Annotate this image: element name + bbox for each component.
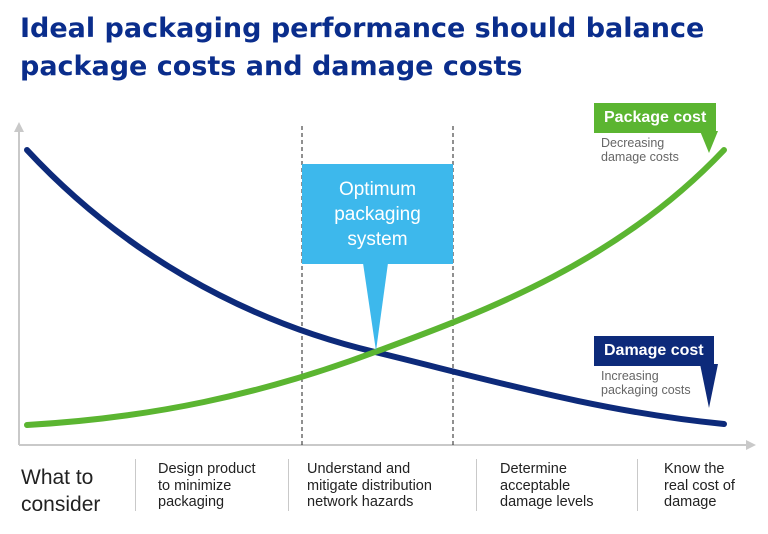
package-cost-label: Package cost: [594, 103, 717, 133]
column-separator: [135, 459, 136, 511]
damage-cost-note-line-1: Increasing: [601, 369, 659, 383]
title-line-2: package costs and damage costs: [20, 51, 523, 82]
damage-cost-note-line-2: packaging costs: [601, 383, 691, 397]
consider-column-real-cost: Know the real cost of damage: [664, 461, 735, 511]
package-cost-pointer: [700, 131, 718, 153]
consider-text-line: mitigate distribution: [307, 477, 432, 494]
package-cost-curve: [24, 147, 727, 428]
consider-column-hazards: Understand and mitigate distribution net…: [307, 461, 432, 511]
what-to-consider-label: What to consider: [21, 464, 100, 518]
optimum-line-2: packaging: [334, 203, 421, 225]
what-to-consider-line-2: consider: [21, 493, 101, 516]
optimum-packaging-system-box: Optimum packaging system: [302, 164, 453, 264]
consider-column-design: Design product to minimize packaging: [158, 461, 256, 511]
package-cost-note: Decreasing damage costs: [601, 136, 679, 164]
consider-text-line: Understand and: [307, 461, 411, 477]
consider-text-line: acceptable: [500, 477, 571, 494]
consider-text-line: damage: [664, 494, 717, 510]
consider-text-line: damage levels: [500, 494, 594, 510]
consider-text-line: to minimize: [158, 477, 232, 494]
consider-text-line: Design product: [158, 461, 256, 477]
page-title: Ideal packaging performance should balan…: [20, 10, 760, 86]
package-cost-note-line-1: Decreasing: [601, 136, 665, 150]
optimum-pointer: [363, 263, 388, 351]
column-separator: [476, 459, 477, 511]
consider-text-line: network hazards: [307, 494, 414, 510]
package-cost-note-line-2: damage costs: [601, 150, 679, 164]
optimum-line-3: system: [347, 228, 408, 250]
optimum-line-1: Optimum: [338, 178, 417, 200]
consider-text-line: Determine: [500, 461, 567, 477]
consider-text-line: packaging: [158, 494, 225, 510]
column-separator: [288, 459, 289, 511]
column-separator: [637, 459, 638, 511]
what-to-consider-line-1: What to: [21, 466, 94, 489]
consider-text-line: Know the: [664, 461, 725, 477]
consider-column-damage-levels: Determine acceptable damage levels: [500, 461, 594, 511]
damage-cost-label: Damage cost: [594, 336, 714, 366]
damage-cost-pointer: [700, 364, 718, 408]
damage-cost-note: Increasing packaging costs: [601, 369, 691, 397]
consider-text-line: real cost of: [664, 477, 735, 494]
title-line-1: Ideal packaging performance should balan…: [20, 13, 705, 44]
